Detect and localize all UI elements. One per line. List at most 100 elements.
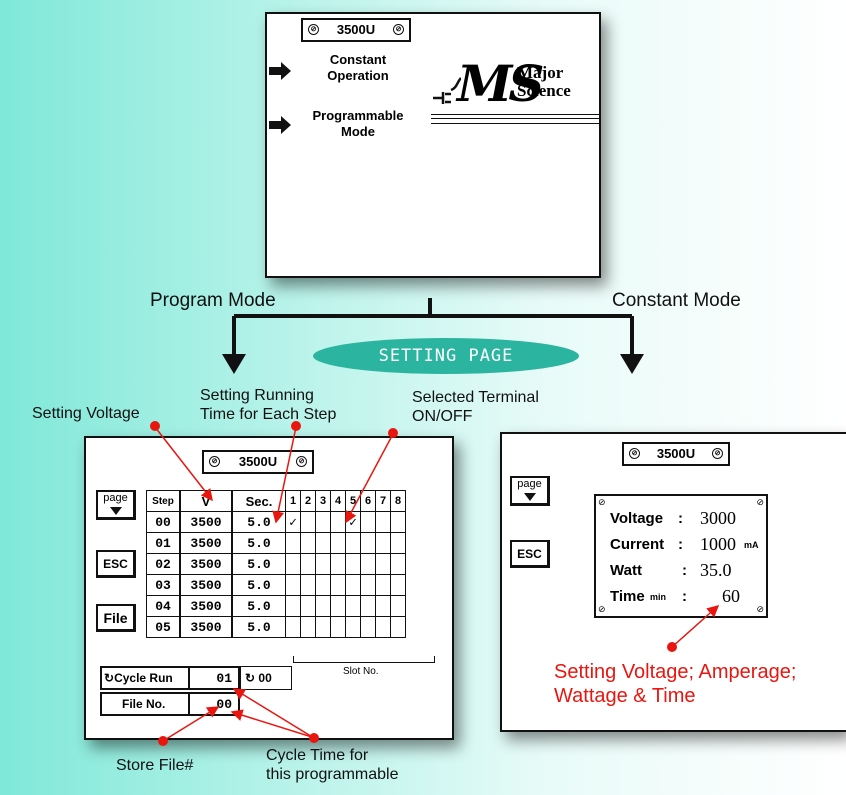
watt-row[interactable]: Watt : 35.0 xyxy=(610,560,768,582)
page-button[interactable]: page xyxy=(510,476,550,506)
program-mode-label: Program Mode xyxy=(150,290,276,311)
constant-title: 3500U xyxy=(656,446,696,461)
page-button[interactable]: page xyxy=(96,490,136,520)
current-row[interactable]: Current : 1000 mA xyxy=(610,534,768,556)
colon: : xyxy=(682,588,687,605)
page-button-label: page xyxy=(517,478,542,490)
voltage-cell[interactable]: 3500 xyxy=(179,616,233,638)
triangle-down-icon xyxy=(523,493,536,501)
annotation-setting-voltage: Setting Voltage xyxy=(32,405,140,422)
cycle-run-value: 01 xyxy=(216,671,232,686)
menu-label-line2: Operation xyxy=(327,68,389,83)
setting-page-label: SETTING PAGE xyxy=(378,346,514,366)
logo-underline xyxy=(431,114,599,124)
screw-icon: ⊘ xyxy=(393,24,404,35)
time-label: Time xyxy=(610,588,645,605)
annotation-selected-terminal: Selected Terminal ON/OFF xyxy=(412,388,539,426)
voltage-cell[interactable]: 3500 xyxy=(179,511,233,533)
step-cell[interactable]: 03 xyxy=(146,574,181,596)
pointer-dot xyxy=(150,421,160,431)
screw-icon: ⊘ xyxy=(629,448,640,459)
slot-cell[interactable] xyxy=(390,616,406,638)
logo-underline xyxy=(431,118,599,119)
screw-icon: ⊘ xyxy=(209,456,220,467)
annotation-line: ON/OFF xyxy=(412,408,473,425)
major-science-logo: MS Major Science xyxy=(431,54,601,136)
divider xyxy=(188,694,190,714)
annotation-line: Time for Each Step xyxy=(200,406,337,423)
menu-item-constant-operation[interactable]: Constant Operation xyxy=(267,52,417,94)
cycle-count-field[interactable]: ↻ 00 xyxy=(240,666,292,690)
pointer-dot xyxy=(309,733,319,743)
voltage-row[interactable]: Voltage : 3000 xyxy=(610,508,768,530)
step-cell[interactable]: 02 xyxy=(146,553,181,575)
annotation-line: this programmable xyxy=(266,766,399,783)
slot-bracket xyxy=(293,656,435,663)
cycle-icon: ↻ xyxy=(245,671,256,685)
logo-word-major: Major xyxy=(517,63,564,82)
screw-icon: ⊘ xyxy=(756,604,764,614)
seconds-cell[interactable]: 5.0 xyxy=(231,574,286,596)
annotation-store-file: Store File# xyxy=(116,757,194,774)
file-no-label: File No. xyxy=(122,697,166,711)
esc-button[interactable]: ESC xyxy=(96,550,136,578)
time-value: 60 xyxy=(722,586,740,606)
constant-annotation: Setting Voltage; Amperage; Wattage & Tim… xyxy=(554,660,796,708)
screw-icon: ⊘ xyxy=(598,604,606,614)
logo-word-science: Science xyxy=(517,81,571,100)
slot-label: Slot No. xyxy=(343,666,379,677)
screw-icon: ⊘ xyxy=(308,24,319,35)
menu-label-line1: Programmable xyxy=(312,108,404,123)
file-no-field[interactable]: File No. 00 xyxy=(100,692,240,716)
file-button[interactable]: File xyxy=(96,604,136,632)
cycle-run-field[interactable]: ↻Cycle Run 01 xyxy=(100,666,240,690)
annotation-line: Wattage & Time xyxy=(554,685,696,707)
annotation-cycle-time: Cycle Time for this programmable xyxy=(266,746,399,784)
main-title-box: ⊘ 3500U ⊘ xyxy=(301,18,411,42)
screw-icon: ⊘ xyxy=(756,497,764,507)
seconds-cell[interactable]: 5.0 xyxy=(231,595,286,617)
cycle-icon: ↻ xyxy=(104,671,115,685)
page-button-label: page xyxy=(103,492,128,504)
step-cell[interactable]: 00 xyxy=(146,511,181,533)
esc-button[interactable]: ESC xyxy=(510,540,550,568)
current-unit: mA xyxy=(744,540,759,550)
voltage-cell[interactable]: 3500 xyxy=(179,553,233,575)
menu-item-programmable-mode[interactable]: Programmable Mode xyxy=(267,108,417,150)
screw-icon: ⊘ xyxy=(712,448,723,459)
arrow-right-icon xyxy=(269,116,291,134)
colon: : xyxy=(678,510,683,527)
voltage-value: 3000 xyxy=(700,508,736,528)
constant-title-box: ⊘ 3500U ⊘ xyxy=(622,442,730,466)
pointer-dot xyxy=(667,642,677,652)
step-cell[interactable]: 05 xyxy=(146,616,181,638)
watt-value: 35.0 xyxy=(700,560,732,580)
annotation-line: Selected Terminal xyxy=(412,389,539,406)
program-title-box: ⊘ 3500U ⊘ xyxy=(202,450,314,474)
menu-label-line2: Mode xyxy=(341,124,375,139)
current-value: 1000 xyxy=(700,534,736,554)
time-row[interactable]: Time min : 60 xyxy=(610,586,768,608)
pointer-dot xyxy=(158,736,168,746)
divider xyxy=(188,668,190,688)
constant-screen: ⊘ 3500U ⊘ page ESC ⊘ ⊘ ⊘ ⊘ Voltage : 300… xyxy=(500,432,846,732)
setting-page-badge: SETTING PAGE xyxy=(313,338,579,374)
arrow-right-icon xyxy=(269,62,291,80)
colon: : xyxy=(682,562,687,579)
seconds-cell[interactable]: 5.0 xyxy=(231,616,286,638)
annotation-line: Setting Voltage; Amperage; xyxy=(554,661,797,683)
screw-icon: ⊘ xyxy=(598,497,606,507)
program-title: 3500U xyxy=(238,454,278,469)
pointer-dot xyxy=(388,428,398,438)
watt-label: Watt xyxy=(610,562,642,579)
main-screen: ⊘ 3500U ⊘ Constant Operation Programmabl… xyxy=(265,12,601,278)
